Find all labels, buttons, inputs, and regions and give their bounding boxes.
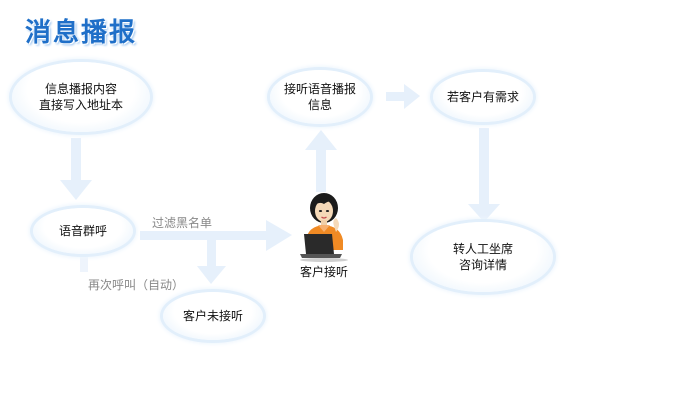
node-transfer: 转人工坐席 咨询详情 (413, 222, 553, 292)
arrow-need-to-transfer (468, 128, 500, 222)
node-group-call-line1: 语音群呼 (58, 224, 107, 238)
node-need: 若客户有需求 (433, 72, 533, 122)
node-listen: 接听语音播报 信息 (270, 70, 370, 124)
label-recall-auto: 再次呼叫（自动） (88, 278, 185, 292)
arrow-groupcall-to-answer (140, 220, 292, 251)
arrow-to-not-answered (197, 238, 226, 284)
arrow-answer-to-listen (305, 130, 337, 192)
label-customer-answer: 客户接听 (300, 265, 349, 279)
node-content-line2: 直接写入地址本 (38, 98, 123, 112)
node-content: 信息播报内容 直接写入地址本 (12, 62, 150, 132)
node-not-answered: 客户未接听 (163, 292, 263, 340)
node-need-line1: 若客户有需求 (446, 90, 519, 104)
node-listen-line2: 信息 (307, 98, 332, 112)
arrow-listen-to-need (386, 84, 420, 109)
node-transfer-line1: 转人工坐席 (452, 242, 513, 256)
customer-agent-illustration (300, 193, 348, 262)
node-content-line1: 信息播报内容 (44, 82, 117, 96)
arrow-content-to-groupcall (60, 138, 92, 200)
page-title: 消息播报 (25, 18, 138, 48)
node-transfer-line2: 咨询详情 (458, 258, 507, 272)
node-listen-line1: 接听语音播报 (283, 82, 356, 96)
node-group-call: 语音群呼 (33, 208, 133, 254)
label-filter-blacklist: 过滤黑名单 (152, 216, 213, 230)
arrow-recall (80, 250, 88, 272)
node-not-answered-line1: 客户未接听 (182, 309, 243, 323)
